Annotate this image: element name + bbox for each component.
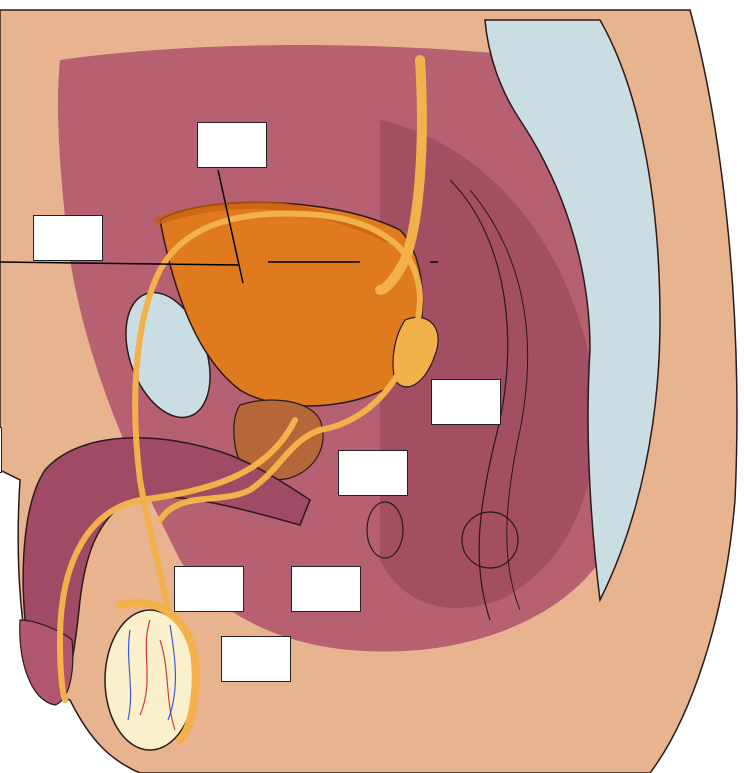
label-box-low-left[interactable] — [174, 566, 244, 612]
label-box-left[interactable] — [33, 215, 103, 261]
label-box-mid[interactable] — [338, 450, 408, 496]
label-box-edge[interactable] — [0, 427, 2, 473]
label-box-bottom[interactable] — [221, 636, 291, 682]
label-box-low-right[interactable] — [291, 566, 361, 612]
label-box-right-upper[interactable] — [431, 379, 501, 425]
label-box-top[interactable] — [197, 122, 267, 168]
